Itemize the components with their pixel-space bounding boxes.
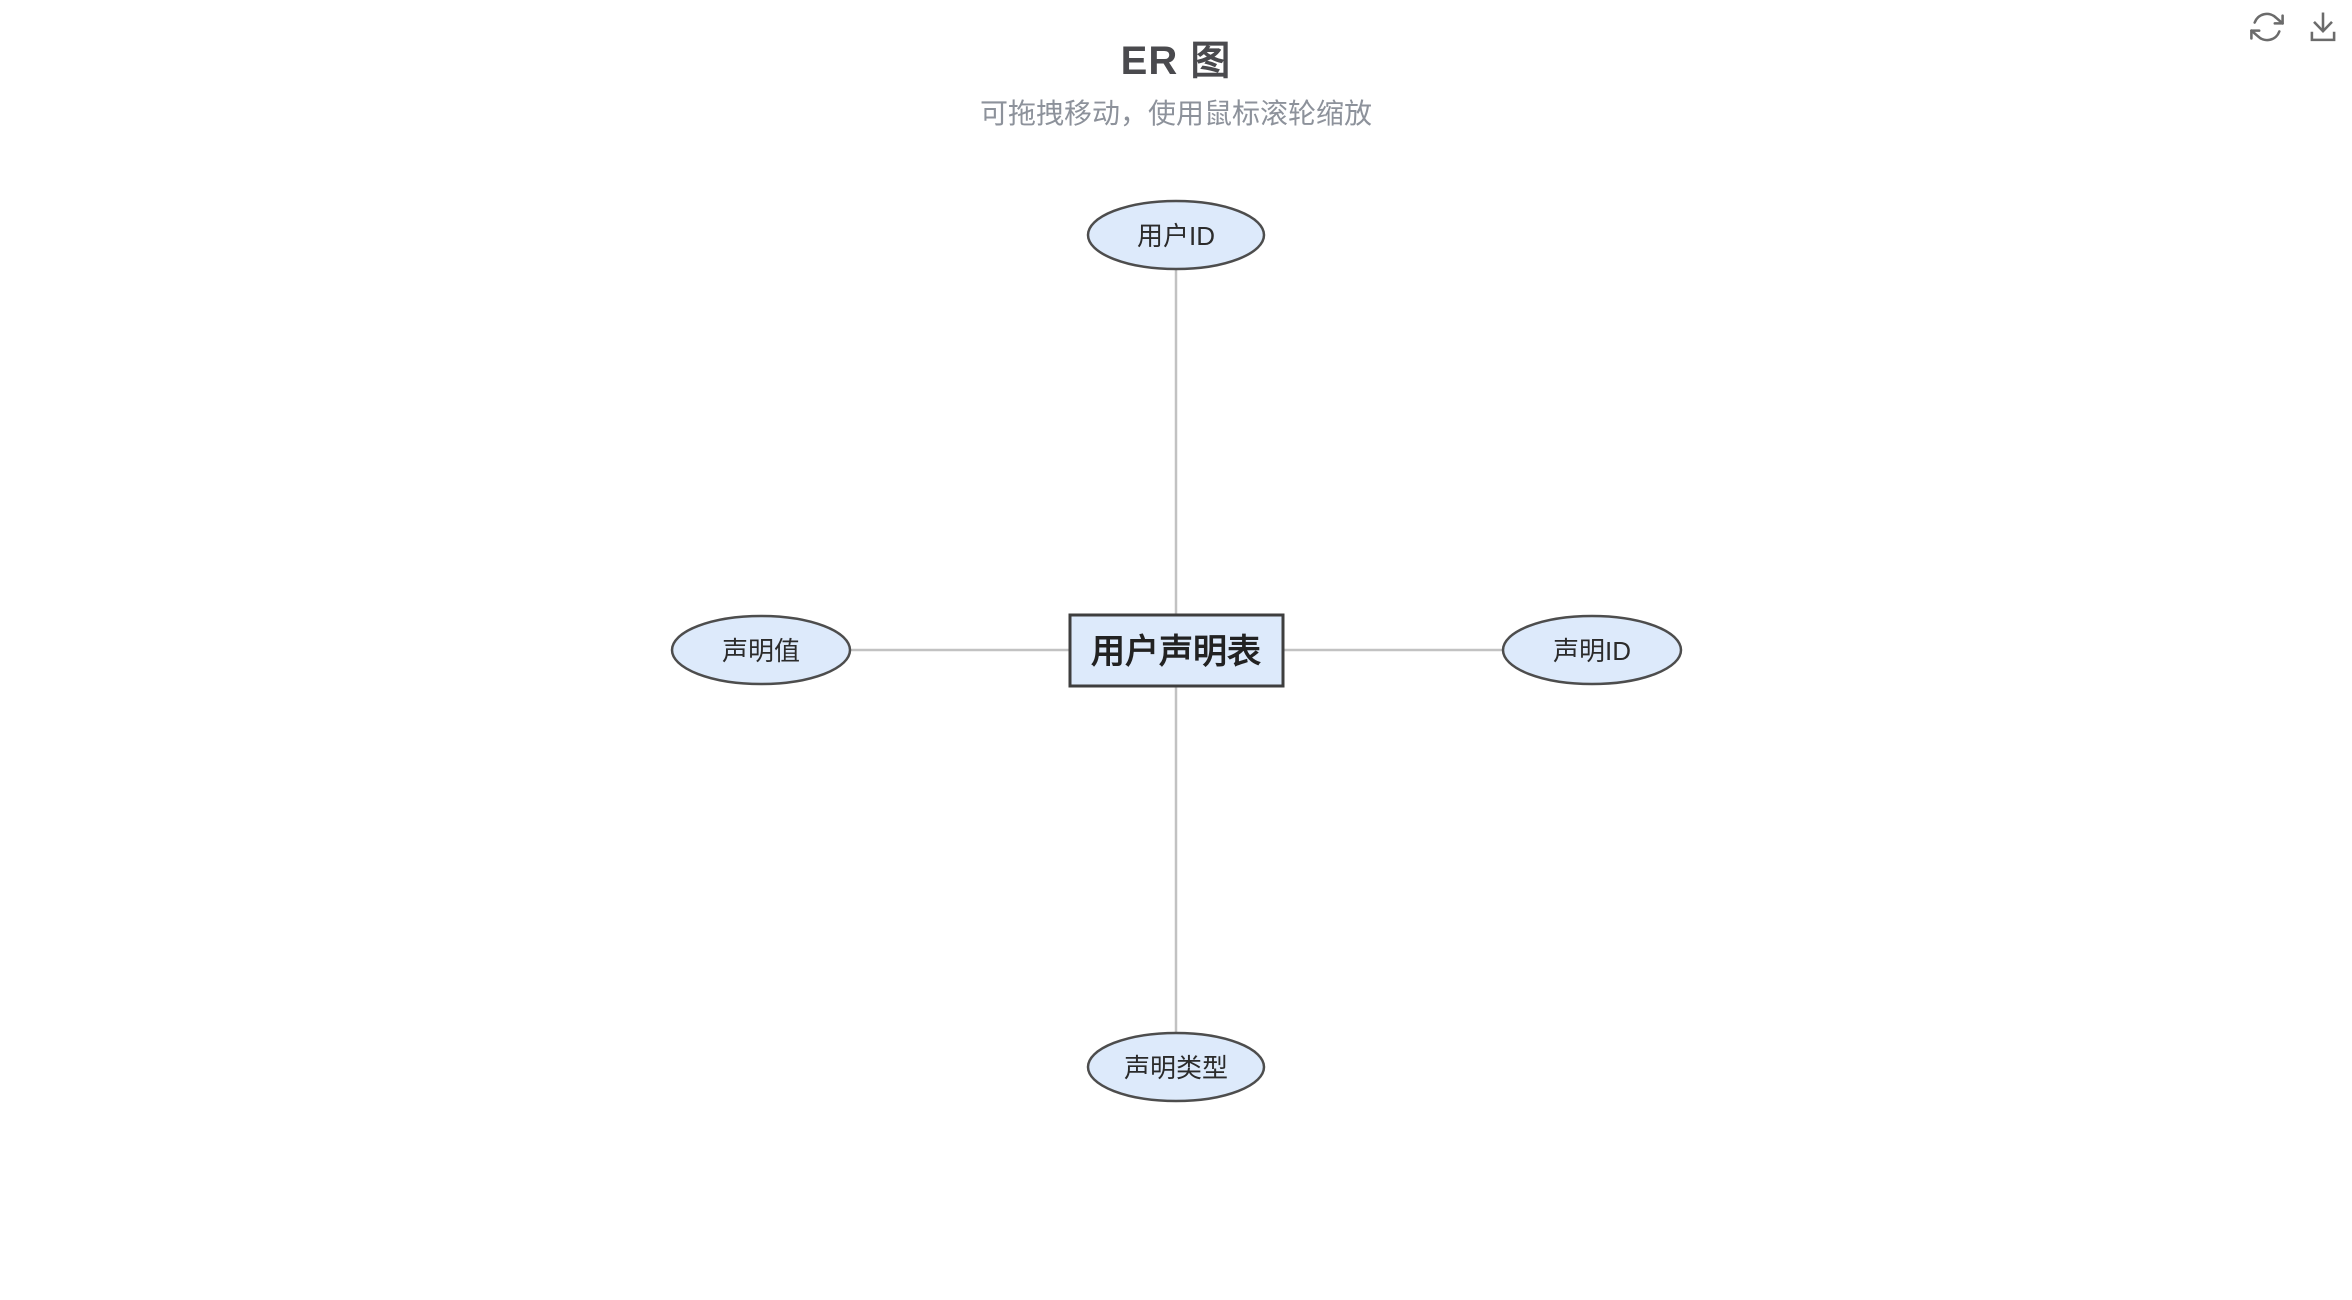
- attribute-ellipse: [1501, 614, 1683, 686]
- attribute-node-bottom[interactable]: 声明类型: [1086, 1031, 1266, 1103]
- attribute-ellipse: [1086, 1031, 1266, 1103]
- attribute-label: 声明ID: [1553, 636, 1631, 666]
- download-button[interactable]: [2304, 8, 2342, 46]
- entity-node[interactable]: 用户声明表: [1068, 613, 1285, 688]
- refresh-icon: [2250, 12, 2284, 42]
- attribute-ellipse: [670, 614, 852, 686]
- download-icon: [2310, 12, 2336, 42]
- attribute-label: 声明类型: [1124, 1053, 1228, 1083]
- attribute-label: 声明值: [722, 636, 800, 666]
- attribute-ellipse: [1086, 199, 1266, 271]
- attribute-label: 用户ID: [1137, 221, 1215, 251]
- attribute-node-top[interactable]: 用户ID: [1086, 199, 1266, 271]
- refresh-button[interactable]: [2248, 8, 2286, 46]
- entity-rect: [1068, 613, 1285, 688]
- attribute-node-left[interactable]: 声明值: [670, 614, 852, 686]
- toolbar: [2248, 8, 2342, 46]
- entity-label: 用户声明表: [1091, 633, 1261, 671]
- attribute-node-right[interactable]: 声明ID: [1501, 614, 1683, 686]
